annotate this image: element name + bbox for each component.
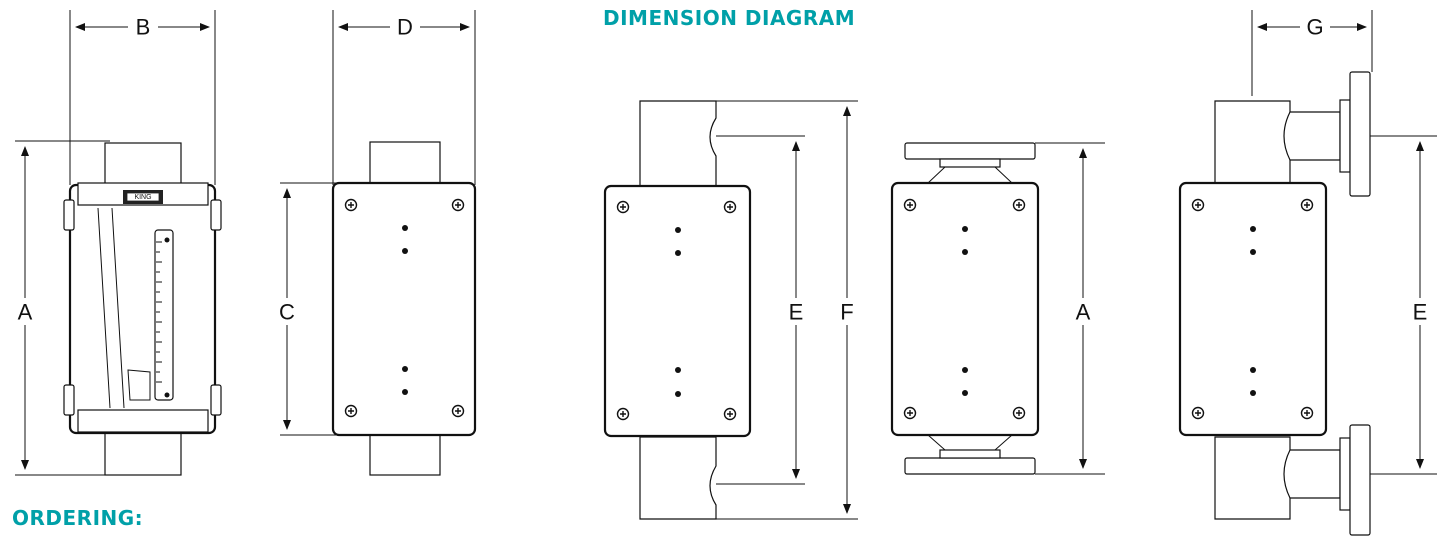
front-view-meter: KING bbox=[63, 142, 222, 476]
flow-scale-ticks bbox=[156, 237, 170, 398]
ordering-heading: ORDERING: bbox=[12, 506, 144, 530]
flanged-view bbox=[890, 142, 1040, 475]
logo-text: KING bbox=[134, 194, 151, 201]
dimension-label-c: C bbox=[279, 300, 295, 325]
dimension-label-g: G bbox=[1306, 15, 1323, 40]
dimension-label-e: E bbox=[789, 300, 804, 325]
dimension-lines bbox=[15, 10, 1437, 520]
dimension-label-a: A bbox=[18, 300, 33, 325]
dimension-label-d: D bbox=[397, 15, 413, 40]
extended-pipe-view bbox=[603, 100, 752, 520]
dimension-label-f: F bbox=[840, 300, 853, 325]
dimension-label-a-flanged: A bbox=[1076, 300, 1091, 325]
dimension-label-b: B bbox=[136, 15, 151, 40]
side-flanged-view bbox=[1178, 71, 1371, 536]
dimension-diagram-heading: DIMENSION DIAGRAM bbox=[603, 6, 856, 30]
dimension-label-e-side: E bbox=[1413, 300, 1428, 325]
rear-view-meter bbox=[331, 141, 477, 476]
